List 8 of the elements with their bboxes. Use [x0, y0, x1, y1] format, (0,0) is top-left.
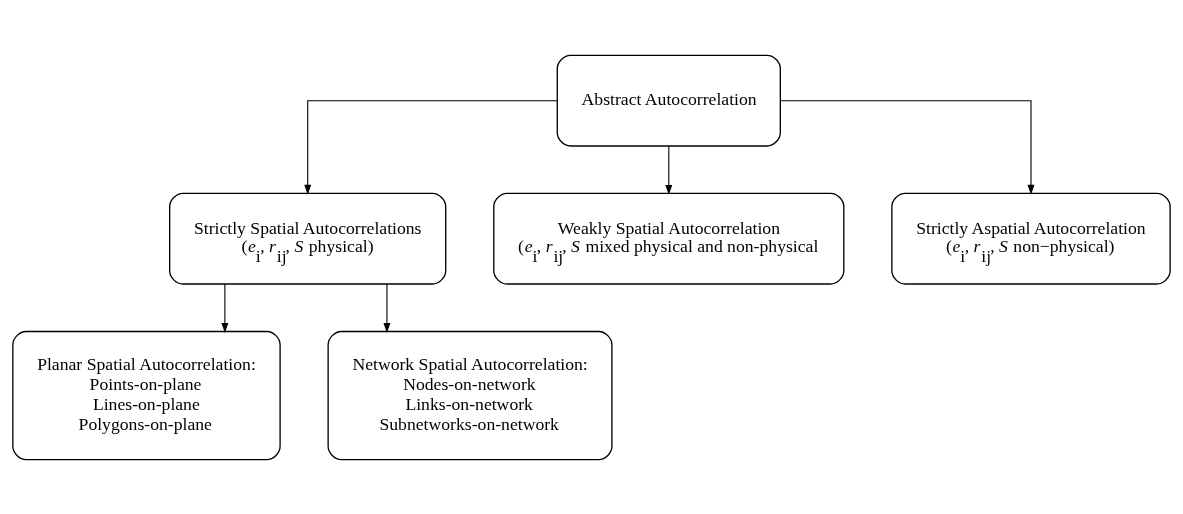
node-box: Planar Spatial Autocorrelation: Points-on-plane Lines-on-plane Polygons-on-plane	[12, 330, 281, 460]
node-box: Abstract Autocorrelation	[556, 54, 781, 147]
arrow	[665, 145, 673, 195]
arrow	[221, 283, 229, 333]
arrow	[779, 99, 1035, 195]
arrow	[383, 283, 391, 333]
node-box: Network Spatial Autocorrelation: Nodes-on-network Links-on-network Subnetworks-on-network	[327, 330, 613, 460]
arrow	[304, 99, 558, 195]
